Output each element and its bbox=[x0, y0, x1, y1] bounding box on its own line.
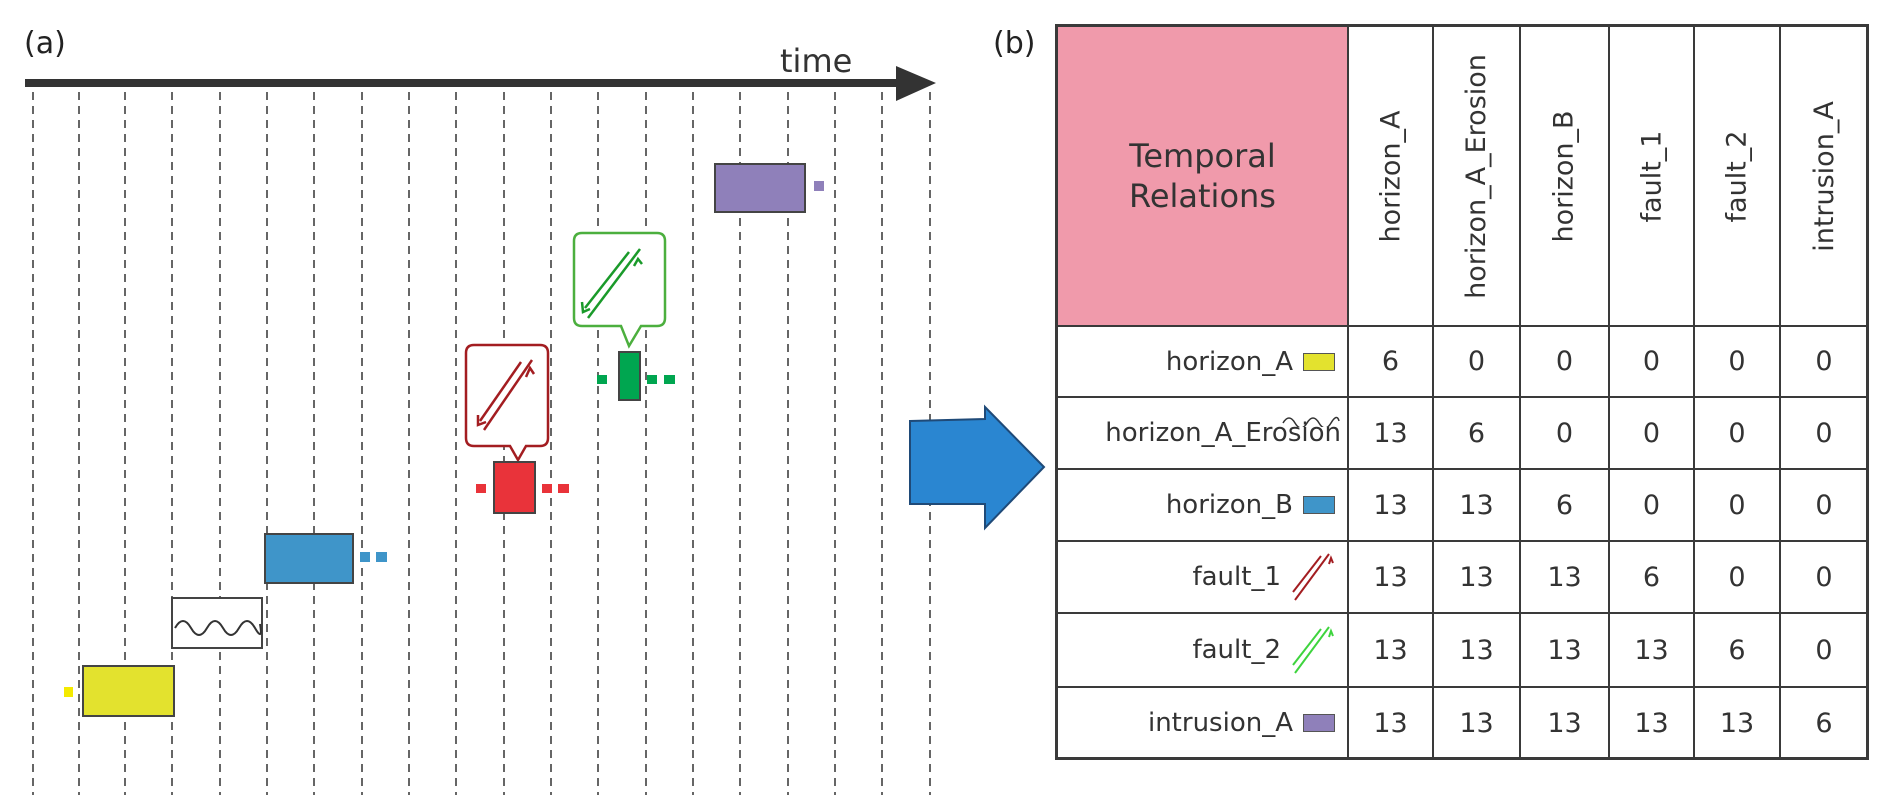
matrix-cell: 0 bbox=[1695, 470, 1781, 542]
purple-rect-icon bbox=[1303, 714, 1335, 732]
fault-2-marker bbox=[664, 375, 675, 384]
column-header-label: fault_1 bbox=[1636, 130, 1667, 222]
time-axis-arrowhead bbox=[896, 66, 936, 101]
column-header: intrusion_A bbox=[1781, 27, 1869, 327]
panel-b-label: (b) bbox=[993, 26, 1036, 61]
green-fault-icon bbox=[1291, 625, 1335, 675]
matrix-cell: 0 bbox=[1781, 614, 1869, 688]
matrix-cell: 13 bbox=[1434, 614, 1521, 688]
row-header: fault_1 bbox=[1058, 542, 1349, 614]
row-label: intrusion_A bbox=[1147, 708, 1293, 738]
fault-1-event bbox=[493, 461, 536, 514]
right-arrow-icon bbox=[909, 404, 1046, 531]
red-fault-icon bbox=[1291, 552, 1335, 602]
intrusion-a-marker bbox=[814, 181, 824, 191]
matrix-cell: 13 bbox=[1349, 614, 1434, 688]
matrix-cell: 13 bbox=[1434, 542, 1521, 614]
matrix-cell: 0 bbox=[1781, 470, 1869, 542]
column-header: horizon_B bbox=[1521, 27, 1610, 327]
column-header: horizon_A bbox=[1349, 27, 1434, 327]
horizon-a-erosion-event bbox=[171, 597, 263, 649]
row-label: horizon_B bbox=[1165, 490, 1293, 520]
matrix-cell: 0 bbox=[1695, 327, 1781, 398]
matrix-cell: 13 bbox=[1695, 688, 1781, 760]
matrix-cell: 0 bbox=[1521, 398, 1610, 470]
column-header-label: horizon_A bbox=[1375, 109, 1407, 243]
row-header: intrusion_A bbox=[1058, 688, 1349, 760]
row-label: fault_1 bbox=[1192, 562, 1281, 592]
matrix-cell: 0 bbox=[1610, 327, 1695, 398]
row-label: fault_2 bbox=[1192, 635, 1281, 665]
column-header-label: horizon_A_Erosion bbox=[1461, 53, 1493, 299]
intrusion-a-event bbox=[714, 163, 806, 213]
matrix-cell: 6 bbox=[1781, 688, 1869, 760]
matrix-cell: 13 bbox=[1610, 688, 1695, 760]
matrix-cell: 6 bbox=[1349, 327, 1434, 398]
matrix-cell: 13 bbox=[1521, 688, 1610, 760]
wave-icon bbox=[1281, 404, 1341, 434]
column-header: fault_2 bbox=[1695, 27, 1781, 327]
matrix-cell: 13 bbox=[1610, 614, 1695, 688]
matrix-cell: 13 bbox=[1521, 542, 1610, 614]
matrix-cell: 13 bbox=[1521, 614, 1610, 688]
matrix-cell: 0 bbox=[1695, 398, 1781, 470]
matrix-cell: 0 bbox=[1521, 327, 1610, 398]
time-axis-label: time bbox=[780, 42, 852, 80]
column-header: fault_1 bbox=[1610, 27, 1695, 327]
matrix-cell: 6 bbox=[1521, 470, 1610, 542]
matrix-cell: 0 bbox=[1781, 542, 1869, 614]
matrix-cell: 0 bbox=[1781, 327, 1869, 398]
row-label: horizon_A_Erosion bbox=[1105, 418, 1341, 448]
row-label: horizon_A bbox=[1165, 346, 1293, 377]
matrix-cell: 0 bbox=[1610, 470, 1695, 542]
fault-icon bbox=[476, 359, 536, 431]
horizon-b-event bbox=[264, 533, 354, 584]
matrix-cell: 13 bbox=[1434, 688, 1521, 760]
matrix-cell: 13 bbox=[1349, 688, 1434, 760]
column-header-label: fault_2 bbox=[1721, 130, 1753, 222]
panel-a-label: (a) bbox=[24, 26, 66, 61]
fault-icon bbox=[580, 248, 643, 319]
fault-2-callout bbox=[572, 231, 667, 349]
matrix-cell: 0 bbox=[1695, 542, 1781, 614]
horizon-a-marker bbox=[64, 687, 73, 697]
matrix-cell: 0 bbox=[1610, 398, 1695, 470]
row-header: horizon_A_Erosion bbox=[1058, 398, 1349, 470]
fault-2-event bbox=[618, 351, 641, 401]
matrix-cell: 13 bbox=[1349, 398, 1434, 470]
yellow-rect-icon bbox=[1303, 352, 1335, 371]
fault-2-marker bbox=[647, 375, 657, 384]
wave-icon bbox=[174, 620, 262, 636]
column-header-label: intrusion_A bbox=[1808, 100, 1840, 252]
horizon-b-marker bbox=[360, 552, 370, 562]
time-gridlines bbox=[32, 92, 931, 795]
horizon-b-marker bbox=[376, 552, 387, 562]
fault-1-marker bbox=[558, 484, 569, 493]
matrix-cell: 6 bbox=[1610, 542, 1695, 614]
horizon-a-event bbox=[82, 665, 175, 717]
fault-2-marker bbox=[597, 375, 607, 384]
column-header-label: horizon_B bbox=[1549, 109, 1580, 243]
blue-rect-icon bbox=[1303, 496, 1335, 514]
matrix-cell: 6 bbox=[1695, 614, 1781, 688]
row-header: fault_2 bbox=[1058, 614, 1349, 688]
matrix-cell: 13 bbox=[1434, 470, 1521, 542]
fault-1-callout bbox=[464, 343, 550, 463]
column-header: horizon_A_Erosion bbox=[1434, 27, 1521, 327]
matrix-cell: 13 bbox=[1349, 542, 1434, 614]
matrix-cell: 0 bbox=[1781, 398, 1869, 470]
row-header: horizon_B bbox=[1058, 470, 1349, 542]
fault-1-marker bbox=[542, 484, 552, 493]
row-header: horizon_A bbox=[1058, 327, 1349, 398]
matrix-cell: 13 bbox=[1349, 470, 1434, 542]
matrix-cell: 6 bbox=[1434, 398, 1521, 470]
fault-1-marker bbox=[476, 484, 486, 493]
matrix-cell: 0 bbox=[1434, 327, 1521, 398]
